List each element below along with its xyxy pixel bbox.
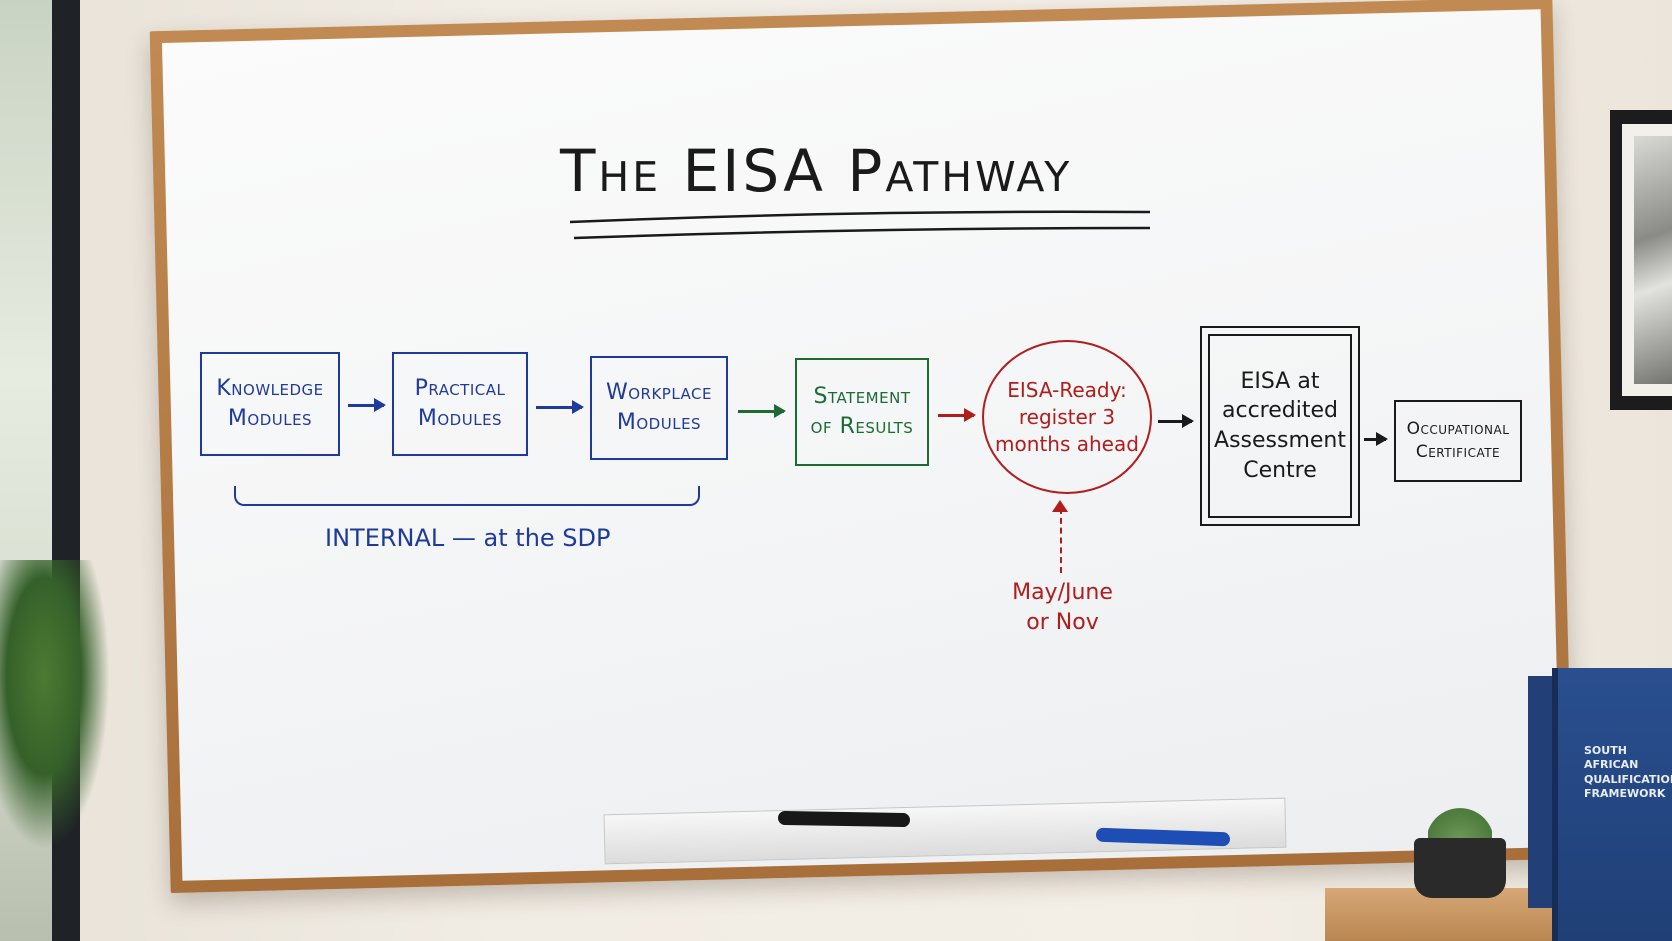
timing-note: May/June or Nov <box>995 578 1130 637</box>
step-statement-of-results: Statement of Results <box>795 358 929 466</box>
step-knowledge-modules: Knowledge Modules <box>200 352 340 456</box>
step-workplace-modules: Workplace Modules <box>590 356 728 460</box>
step-certificate-label: Occupational Certificate <box>1407 418 1510 464</box>
step-practical-label: Practical Modules <box>415 374 506 433</box>
arrow-ready-to-eisa <box>1158 420 1192 423</box>
step-occupational-certificate: Occupational Certificate <box>1394 400 1522 482</box>
step-eisa-label: EISA at accredited Assessment Centre <box>1214 367 1346 486</box>
step-eisa-ready: EISA-Ready: register 3 months ahead <box>982 340 1152 494</box>
title-underline <box>560 200 1160 250</box>
saqa-book <box>1552 668 1672 941</box>
black-marker <box>778 811 910 827</box>
step-workplace-label: Workplace Modules <box>606 378 712 437</box>
internal-note: INTERNAL — at the SDP <box>325 524 610 552</box>
internal-bracket <box>234 486 700 506</box>
succulent-plant <box>1428 790 1492 842</box>
step-statement-label: Statement of Results <box>811 382 914 441</box>
whiteboard-title: The EISA Pathway <box>560 137 1072 205</box>
arrow-practical-to-workplace <box>536 406 582 409</box>
timing-dashed-arrow <box>1060 508 1062 573</box>
wall-picture-frame <box>1610 110 1672 410</box>
step-eisa-assessment-centre: EISA at accredited Assessment Centre <box>1200 326 1360 526</box>
step-ready-label: EISA-Ready: register 3 months ahead <box>995 377 1139 458</box>
book-title: SOUTH AFRICAN QUALIFICATIONS FRAMEWORK <box>1584 744 1672 801</box>
arrow-workplace-to-statement <box>738 410 784 413</box>
arrow-statement-to-ready <box>938 414 974 417</box>
step-practical-modules: Practical Modules <box>392 352 528 456</box>
arrow-knowledge-to-practical <box>348 404 384 407</box>
step-knowledge-label: Knowledge Modules <box>216 374 323 433</box>
potted-plant-left <box>0 560 110 850</box>
book-spine <box>1528 676 1554 908</box>
arrow-eisa-to-certificate <box>1364 438 1386 441</box>
wall-photo <box>1634 136 1672 384</box>
plant-pot <box>1414 838 1506 898</box>
